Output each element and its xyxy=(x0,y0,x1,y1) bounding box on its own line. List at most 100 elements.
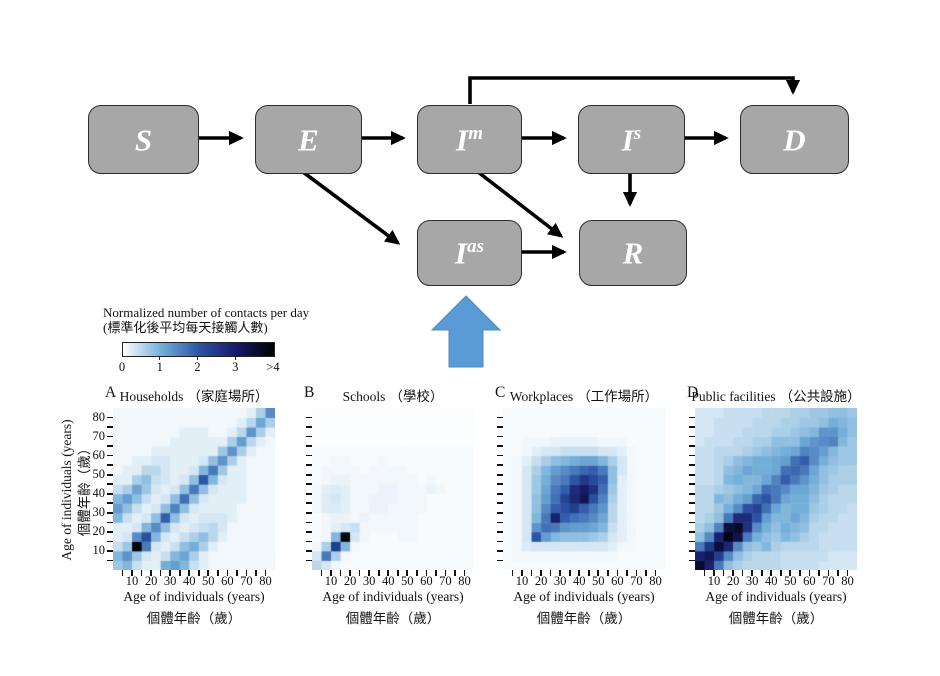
node-r: R xyxy=(579,220,687,286)
x-axis-tick xyxy=(808,570,811,576)
y-tick-label: 80 xyxy=(92,409,106,424)
y-axis-tick xyxy=(497,473,503,476)
x-axis-tick xyxy=(626,570,628,576)
colorbar-tick xyxy=(235,357,236,360)
colorbar-legend: Normalized number of contacts per day (標… xyxy=(103,305,323,374)
y-axis-tick xyxy=(689,521,695,524)
panel-schools: B Schools（學校） Age of individuals (years)… xyxy=(304,383,474,643)
colorbar-label-0: 0 xyxy=(118,360,126,374)
x-axis-tick xyxy=(236,570,238,576)
y-axis-tick xyxy=(497,511,503,514)
x-axis-tick xyxy=(377,570,380,576)
y-axis-tick xyxy=(306,464,312,466)
x-tick-label: 60 xyxy=(221,574,234,588)
y-tick-label: 40 xyxy=(92,485,106,500)
y-axis-tick xyxy=(107,550,113,552)
node-ias-label: Ias xyxy=(454,235,485,271)
panel-title-households: Households（家庭場所） xyxy=(119,389,269,404)
y-axis-tick xyxy=(107,454,113,457)
x-axis-tick xyxy=(207,570,210,576)
y-axis-tick xyxy=(689,464,695,466)
x-tick-label: 60 xyxy=(611,574,624,588)
y-tick-label: 20 xyxy=(92,523,106,538)
y-axis-tick xyxy=(497,483,503,486)
y-axis-tick xyxy=(689,426,695,428)
x-tick-label: 40 xyxy=(572,574,586,588)
x-axis-tick xyxy=(387,570,390,576)
x-tick-label: 70 xyxy=(630,574,643,588)
y-axis-tick xyxy=(497,464,503,466)
x-axis-tick xyxy=(339,570,342,576)
x-axis-tick xyxy=(320,570,323,576)
x-axis-tick xyxy=(169,570,171,576)
x-axis-tick xyxy=(645,570,647,576)
legend-title-zh: (標準化後平均每天接觸人數) xyxy=(103,320,268,335)
x-axis-tick xyxy=(789,570,792,576)
panel-letter-c: C xyxy=(495,384,506,401)
y-tick-label: 10 xyxy=(92,542,106,557)
y-tick-label: 50 xyxy=(92,466,106,481)
arrow-im-to-d-bypass xyxy=(468,76,801,104)
y-axis-tick xyxy=(689,531,695,533)
heatmap-schools xyxy=(312,408,474,570)
y-axis-tick xyxy=(689,559,695,562)
node-im: Im xyxy=(417,105,522,174)
x-axis-title-en: Age of individuals (years) xyxy=(123,589,265,604)
x-tick-label: 80 xyxy=(649,574,662,588)
x-axis-tick xyxy=(779,570,782,576)
y-axis-tick xyxy=(497,492,503,495)
x-tick-label: 30 xyxy=(553,574,567,588)
y-axis-tick xyxy=(689,473,695,476)
node-s: S xyxy=(88,105,199,174)
x-tick-label: 30 xyxy=(163,574,177,588)
y-axis-tick xyxy=(306,511,312,514)
y-axis-tick xyxy=(497,435,503,438)
panel-public-facilities: D Public facilities（公共設施） Age of individ… xyxy=(687,383,861,643)
x-axis-title-zh: 個體年齡（歲） xyxy=(536,611,632,626)
colorbar-label-3: 3 xyxy=(232,360,239,374)
node-im-label: Im xyxy=(455,122,483,158)
y-axis-tick xyxy=(306,454,312,457)
y-axis-tick xyxy=(497,426,503,428)
y-axis-tick xyxy=(107,511,113,514)
x-axis-tick xyxy=(818,570,820,576)
x-tick-label: 50 xyxy=(592,574,605,588)
node-e-label: E xyxy=(298,122,319,158)
node-is: Is xyxy=(578,105,685,174)
y-axis-tick xyxy=(306,502,312,505)
x-axis-tick xyxy=(732,570,734,576)
heatmap-households xyxy=(113,408,275,570)
y-axis-tick xyxy=(689,511,695,514)
y-axis-tick xyxy=(107,492,113,495)
x-axis-tick xyxy=(751,570,753,576)
y-axis-tick xyxy=(497,550,503,552)
x-tick-label: 10 xyxy=(707,574,721,588)
x-tick-label: 30 xyxy=(362,574,376,588)
x-tick-label: 20 xyxy=(726,574,740,588)
y-axis-tick xyxy=(306,426,312,428)
x-axis-tick xyxy=(587,570,590,576)
x-axis-tick xyxy=(770,570,773,576)
x-tick-label: 10 xyxy=(515,574,529,588)
x-axis-tick xyxy=(713,570,715,576)
x-axis-tick xyxy=(511,570,514,576)
panel-letter-b: B xyxy=(304,384,315,401)
x-tick-label: 60 xyxy=(420,574,433,588)
y-axis-tick xyxy=(497,521,503,524)
x-tick-label: 40 xyxy=(182,574,196,588)
y-axis-tick xyxy=(306,492,312,495)
panel-households: A Households（家庭場所） Age of individuals (y… xyxy=(59,383,275,643)
x-axis-tick xyxy=(597,570,600,576)
x-axis-tick xyxy=(435,570,437,576)
panel-letter-a: A xyxy=(105,384,117,401)
x-axis-tick xyxy=(159,570,162,576)
x-tick-label: 50 xyxy=(202,574,215,588)
x-tick-label: 40 xyxy=(381,574,395,588)
x-axis-tick xyxy=(415,570,418,576)
node-r-label: R xyxy=(622,235,644,271)
x-axis-tick xyxy=(444,570,447,576)
x-tick-label: 10 xyxy=(324,574,338,588)
x-axis-tick xyxy=(264,570,267,576)
